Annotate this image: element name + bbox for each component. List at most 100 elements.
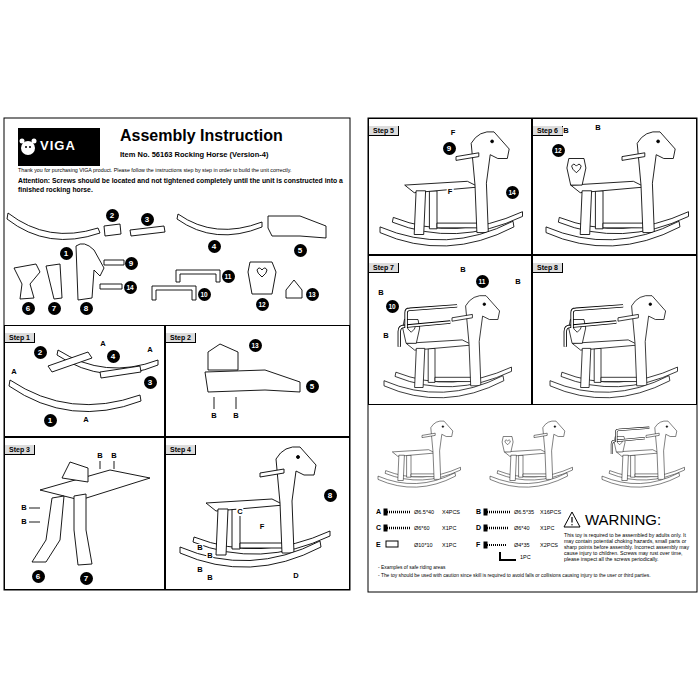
line-art (384, 525, 387, 531)
line-art (20, 139, 25, 144)
screw-letter: B (382, 332, 389, 340)
screw-letter: A (10, 368, 17, 376)
line-art (48, 352, 92, 372)
step-label: Step 4 (166, 445, 196, 455)
hardware-letter: F (476, 541, 480, 549)
screw-letter: B (377, 289, 384, 297)
line-art (9, 380, 141, 412)
line-art (62, 462, 88, 482)
line-art (104, 260, 124, 265)
callout-number: 1 (60, 247, 73, 260)
line-art (130, 226, 165, 236)
screw-letter: B (514, 278, 521, 286)
line-art (484, 525, 487, 531)
line-art (4, 118, 350, 590)
line-art (214, 397, 215, 409)
step-panel: Step 3 (4, 437, 165, 590)
line-art (550, 295, 678, 397)
line-art (567, 159, 586, 186)
hardware-spec: Ø6*40 (514, 525, 530, 532)
line-art (487, 511, 510, 514)
line-art (384, 295, 512, 397)
intro-text: Thank you for purchasing VIGA product. P… (18, 167, 352, 174)
line-art (205, 370, 300, 392)
callout-number: 4 (208, 240, 221, 253)
screw-letter: A (99, 340, 106, 348)
callout-number: 11 (476, 275, 489, 288)
line-art (368, 118, 697, 592)
screw-letter: D (292, 572, 299, 580)
line-art (29, 522, 40, 523)
callout-number: 8 (80, 302, 93, 315)
callout-number: 5 (306, 380, 319, 393)
line-art (40, 470, 150, 500)
hardware-spec: Ø6.5*35 (514, 509, 534, 516)
screw-letter: B (232, 412, 239, 420)
warning-text: This toy is required to be assembled by … (564, 532, 692, 562)
hardware-spec: Ø10*10 (414, 542, 433, 549)
line-art (565, 306, 623, 347)
callout-number: 7 (48, 302, 61, 315)
safety-note: - The toy should be used with caution si… (378, 573, 694, 579)
line-art (487, 544, 506, 546)
step-label: Step 7 (369, 263, 399, 273)
line-art (286, 280, 302, 298)
line-art (380, 132, 523, 246)
line-art (546, 132, 689, 246)
line-art (387, 527, 410, 530)
screw-letter: B (562, 127, 569, 135)
callout-number: 8 (324, 489, 337, 502)
line-art (387, 511, 410, 514)
hardware-spec: X2PCS (540, 542, 558, 549)
screw-letter: B (210, 412, 217, 420)
screw-letter: B (594, 124, 601, 132)
screw-letter: B (196, 544, 203, 552)
step-label: Step 3 (5, 445, 35, 455)
callout-number: 6 (22, 302, 35, 315)
logo-text: VIGA (40, 138, 76, 153)
screw-letter: C (236, 508, 243, 516)
callout-number: 6 (32, 570, 45, 583)
line-art (502, 437, 513, 452)
hardware-spec: X1PC (442, 542, 456, 549)
step-label: Step 5 (369, 126, 399, 136)
line-art (205, 344, 300, 409)
line-art (484, 509, 487, 515)
hardware-spec: X1PC (442, 525, 456, 532)
callout-number: 13 (306, 288, 319, 301)
line-art (180, 447, 330, 567)
hardware-spec: X4PCS (442, 509, 460, 516)
line-art (602, 421, 685, 487)
callout-number: 2 (106, 209, 119, 222)
callout-number: 14 (506, 186, 519, 199)
line-art (76, 244, 104, 300)
line-art (100, 366, 141, 378)
line-art (384, 509, 387, 515)
line-art (500, 552, 516, 560)
line-art (9, 350, 158, 412)
callout-number: 7 (80, 572, 93, 585)
screw-letter: B (206, 574, 213, 582)
hardware-letter: B (476, 508, 481, 516)
line-art (32, 496, 64, 562)
screw-letter: A (82, 416, 89, 424)
line-art (18, 128, 100, 166)
hardware-spec: 1PC (520, 554, 531, 561)
line-art (384, 509, 510, 548)
warning-heading: WARNING: (585, 511, 661, 528)
step-panel: Step 7 (368, 255, 532, 405)
step-label: Step 8 (533, 263, 563, 273)
line-art (257, 268, 267, 277)
callout-number: 14 (124, 281, 137, 294)
hardware-spec: Ø6*60 (414, 525, 430, 532)
callout-number: 12 (256, 298, 269, 311)
screw-letter: B (20, 504, 27, 512)
callout-number: 2 (34, 346, 47, 359)
hardware-letter: A (376, 508, 381, 516)
line-art (100, 284, 122, 289)
screw-letter: B (96, 452, 103, 460)
screw-letter: B (459, 266, 466, 274)
line-art (104, 224, 121, 236)
line-art (29, 146, 31, 148)
